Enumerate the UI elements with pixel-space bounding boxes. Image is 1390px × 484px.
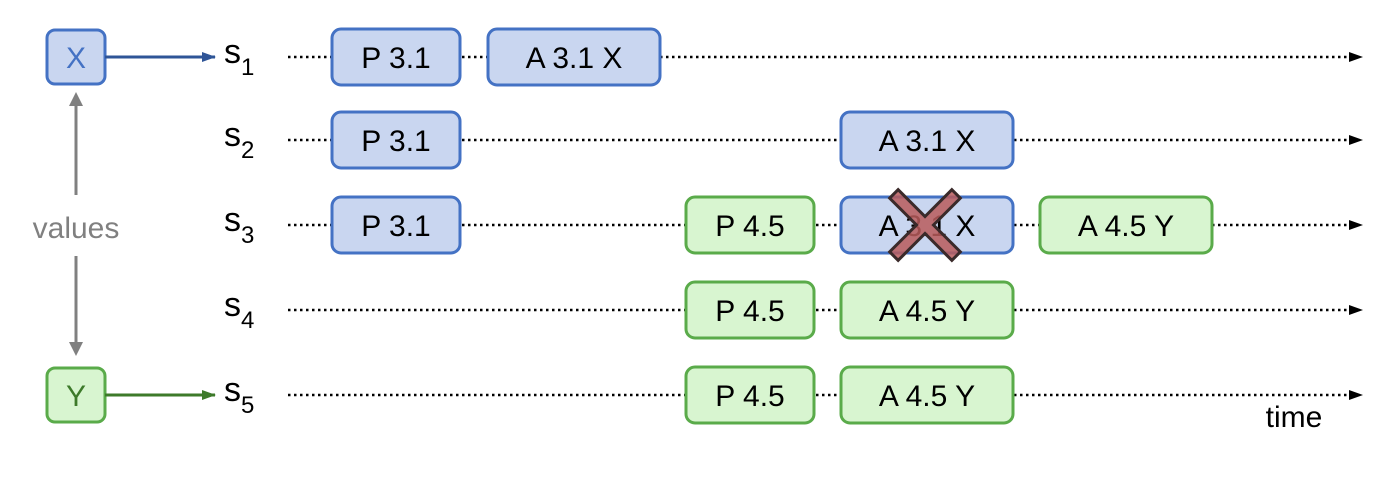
message-box: P 3.1 [330, 27, 462, 87]
server-row-1: s1 P 3.1 A 3.1 X [224, 27, 1363, 87]
message-box: A 4.5 Y [839, 280, 1015, 340]
time-label: time [1266, 401, 1323, 434]
value-x-label: X [66, 42, 86, 75]
server-rows: s1 P 3.1 A 3.1 X s2 P 3.1 A 3.1 X s3 P 3.1 P 4.5… [224, 27, 1363, 425]
message-label: P 3.1 [361, 125, 431, 158]
message-label: A 3.1 X [879, 125, 976, 158]
server-row-2: s2 P 3.1 A 3.1 X [224, 110, 1363, 170]
message-label: A 4.5 Y [1078, 210, 1174, 243]
server-label: s5 [224, 371, 254, 419]
message-label: A 4.5 Y [879, 295, 975, 328]
server-label: s1 [224, 33, 254, 81]
values-arrow-up-head [69, 92, 83, 106]
message-box: P 4.5 [684, 195, 816, 255]
message-box: A 4.5 Y [1038, 195, 1214, 255]
server-label: s3 [224, 201, 254, 249]
server-label: s2 [224, 116, 254, 164]
server-row-5: s5 P 4.5 A 4.5 Y [224, 365, 1363, 425]
message-box: P 3.1 [330, 110, 462, 170]
message-label: A 4.5 Y [879, 380, 975, 413]
message-box: A 4.5 Y [839, 365, 1015, 425]
rejected-cross-icon [887, 187, 963, 263]
message-box: P 4.5 [684, 280, 816, 340]
message-box: P 3.1 [330, 195, 462, 255]
values-label: values [33, 212, 120, 245]
message-label: P 4.5 [715, 380, 785, 413]
message-box: A 3.1 X [839, 187, 1015, 263]
server-label: s4 [224, 286, 254, 334]
value-y-box: Y [45, 366, 107, 424]
value-y-label: Y [66, 380, 86, 413]
message-label: P 4.5 [715, 295, 785, 328]
server-row-4: s4 P 4.5 A 4.5 Y [224, 280, 1363, 340]
message-label: P 3.1 [361, 42, 431, 75]
message-box: P 4.5 [684, 365, 816, 425]
message-label: P 4.5 [715, 210, 785, 243]
message-label: P 3.1 [361, 210, 431, 243]
values-arrow-down-head [69, 342, 83, 356]
message-box: A 3.1 X [486, 27, 662, 87]
value-x-box: X [45, 28, 107, 86]
message-label: A 3.1 X [526, 42, 623, 75]
message-box: A 3.1 X [839, 110, 1015, 170]
server-row-3: s3 P 3.1 P 4.5 A 3.1 X A 4.5 Y [224, 187, 1363, 263]
